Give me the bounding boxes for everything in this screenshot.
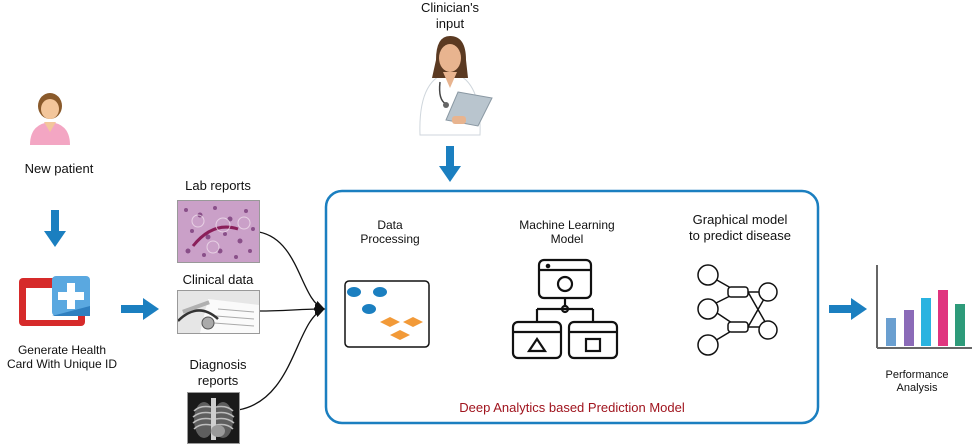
health-card-label-line1: Generate Health	[17, 343, 107, 357]
health-card-icon	[19, 276, 90, 326]
clinical-data-label: Clinical data	[182, 272, 254, 287]
health-card-label: Generate Health Card With Unique ID	[0, 343, 124, 371]
clinical-data-image	[177, 290, 260, 334]
prediction-model-box	[324, 189, 820, 425]
ml-label-line2: Model	[550, 232, 584, 246]
data-processing-label: Data Processing	[340, 218, 440, 246]
ml-label-line1: Machine Learning	[519, 218, 615, 232]
lab-report-image	[177, 200, 260, 263]
performance-label-line2: Analysis	[896, 382, 938, 394]
graphical-model-label: Graphical model to predict disease	[672, 212, 808, 244]
performance-label-line1: Performance	[885, 369, 949, 381]
performance-chart-icon	[876, 265, 972, 349]
lab-reports-label: Lab reports	[185, 178, 251, 193]
card-to-inputs-arrow	[121, 298, 159, 320]
data-processing-line1: Data	[377, 218, 403, 232]
performance-label: Performance Analysis	[862, 369, 972, 395]
health-card-label-line2: Card With Unique ID	[6, 357, 118, 371]
clinician-label-line1: Clinician's	[420, 0, 480, 15]
model-to-output-arrow	[829, 298, 867, 320]
input-connectors	[237, 231, 326, 411]
patient-icon	[30, 93, 70, 145]
patient-arrow	[44, 210, 66, 247]
diagnosis-label-line1: Diagnosis	[189, 357, 247, 372]
graphical-model-icon	[697, 264, 778, 356]
graph-label-line2: to predict disease	[689, 228, 791, 243]
data-processing-icon	[344, 280, 430, 348]
clinician-icon	[419, 36, 493, 136]
data-processing-line2: Processing	[360, 232, 420, 246]
diagnosis-label-line2: reports	[197, 373, 239, 388]
clinician-label-line2: input	[435, 16, 465, 31]
model-box-title: Deep Analytics based Prediction Model	[459, 400, 685, 415]
clinician-label: Clinician's input	[380, 0, 520, 32]
clinician-arrow	[439, 146, 461, 182]
patient-label: New patient	[24, 161, 94, 176]
diagnosis-report-image	[187, 392, 240, 444]
ml-model-label: Machine Learning Model	[500, 218, 634, 246]
diagnosis-reports-label: Diagnosis reports	[166, 357, 270, 389]
graph-label-line1: Graphical model	[692, 212, 788, 227]
machine-learning-icon	[511, 258, 619, 360]
